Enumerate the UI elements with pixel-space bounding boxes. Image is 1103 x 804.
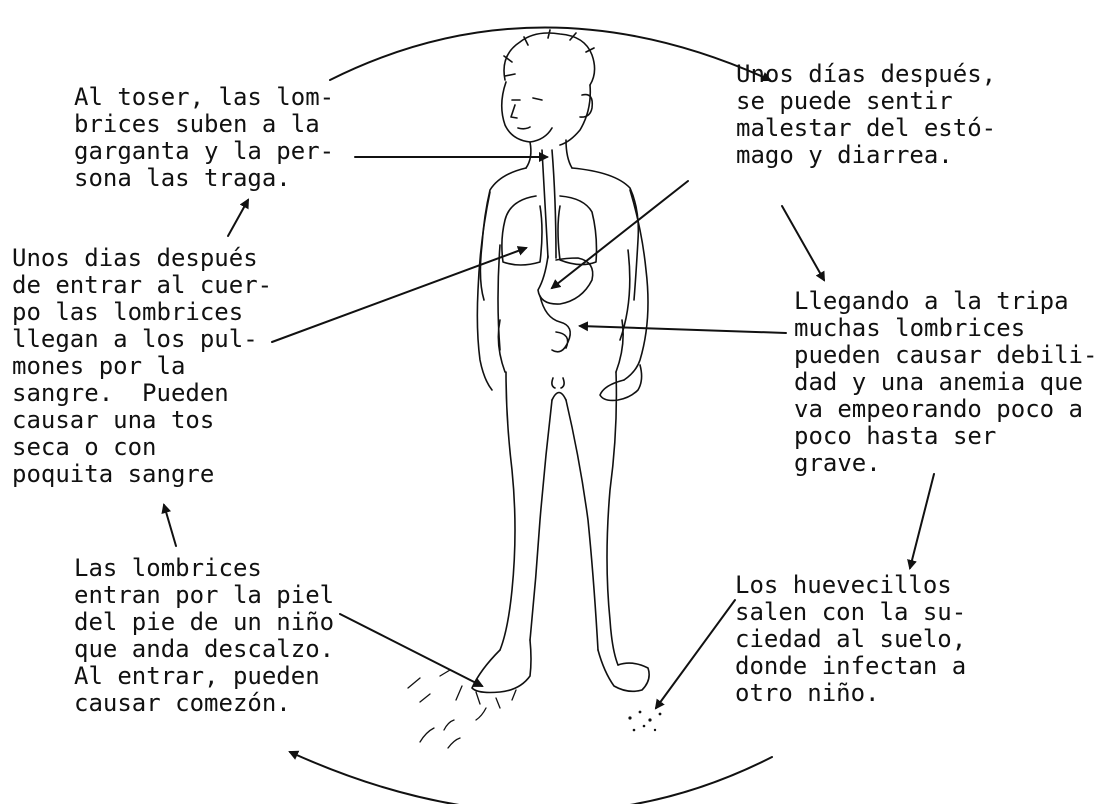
arrow-lungs-text-to-lungs xyxy=(272,248,526,342)
arrow-to-intestine xyxy=(580,326,786,333)
arc-bottom-arrow xyxy=(290,752,772,804)
arc-top-arrow xyxy=(330,28,770,81)
note-eggs: Los huevecillos salen con la su- ciedad … xyxy=(735,572,966,707)
note-lungs: Unos dias después de entrar al cuer- po … xyxy=(12,245,272,488)
note-stomach: Unos días después, se puede sentir males… xyxy=(736,61,996,169)
note-skin: Las lombrices entran por la piel del pie… xyxy=(74,555,334,717)
arrow-skin-to-foot xyxy=(340,614,482,686)
arrow-stomach-to-intestine xyxy=(782,206,824,280)
arrow-skin-to-lungs xyxy=(164,505,176,546)
arrow-eggs-to-ground xyxy=(656,600,735,708)
note-intestine: Llegando a la tripa muchas lombrices pue… xyxy=(794,288,1097,477)
arrow-to-stomach xyxy=(552,181,688,288)
arrow-lungs-to-cough xyxy=(228,200,248,236)
arrow-intestine-to-eggs xyxy=(910,474,934,568)
note-cough: Al toser, las lom- brices suben a la gar… xyxy=(74,84,334,192)
